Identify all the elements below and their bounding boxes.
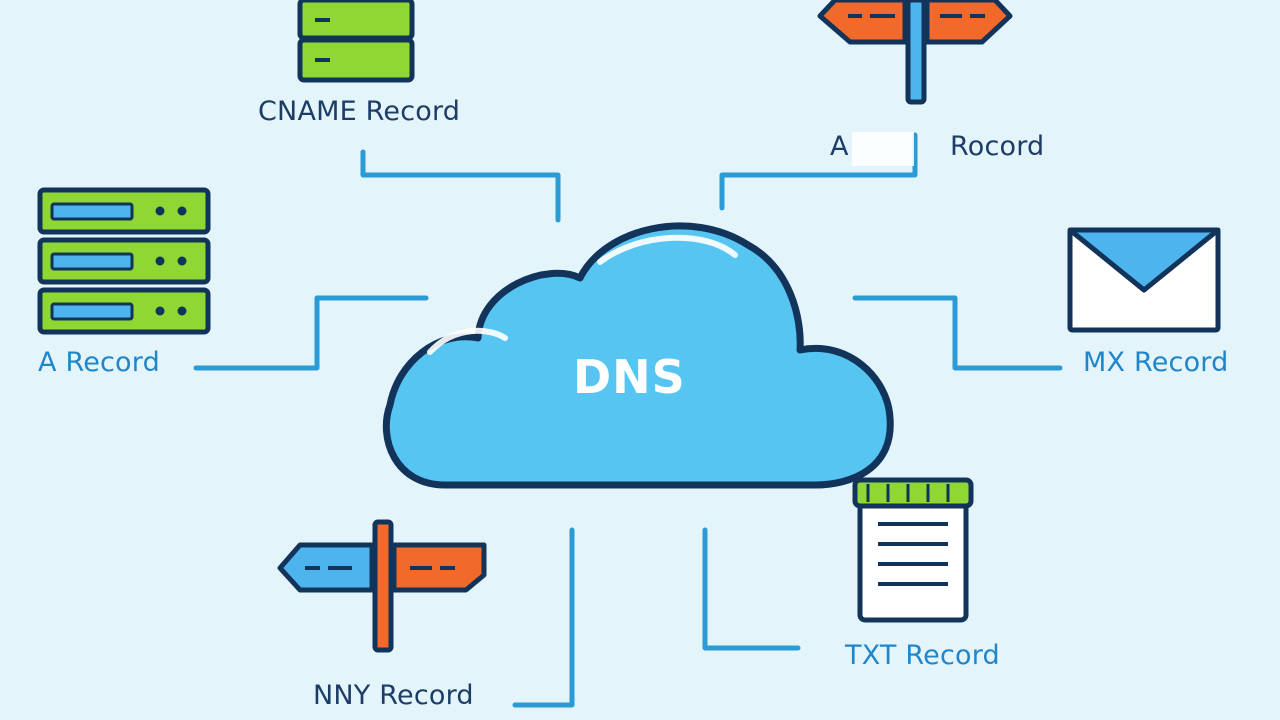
notepad-icon — [852, 477, 974, 623]
nny-record-label: NNY Record — [313, 680, 474, 711]
label-mask — [852, 132, 914, 166]
connector-a-top — [719, 132, 918, 211]
connector-txt — [702, 527, 801, 651]
txt-record-label: TXT Record — [845, 640, 1000, 671]
server-rack-icon — [37, 187, 211, 335]
signpost-icon — [277, 519, 487, 653]
connector-a-left — [193, 295, 429, 371]
server-icon — [297, 0, 415, 83]
cname-record-label: CNAME Record — [258, 96, 461, 127]
dns-label: DNS — [573, 350, 686, 404]
a-record-left-label: A Record — [38, 347, 160, 378]
connector-cname — [360, 149, 561, 223]
connector-mx — [852, 295, 1063, 371]
signpost-icon — [817, 0, 1013, 105]
envelope-icon — [1067, 227, 1221, 333]
a-record-top-label-left: A — [830, 131, 849, 162]
mx-record-label: MX Record — [1083, 347, 1229, 378]
dns-cloud — [382, 222, 894, 489]
connector-nny — [512, 527, 575, 708]
a-record-top-label-right: Rocord — [950, 131, 1045, 162]
connector-lines — [193, 132, 1063, 708]
